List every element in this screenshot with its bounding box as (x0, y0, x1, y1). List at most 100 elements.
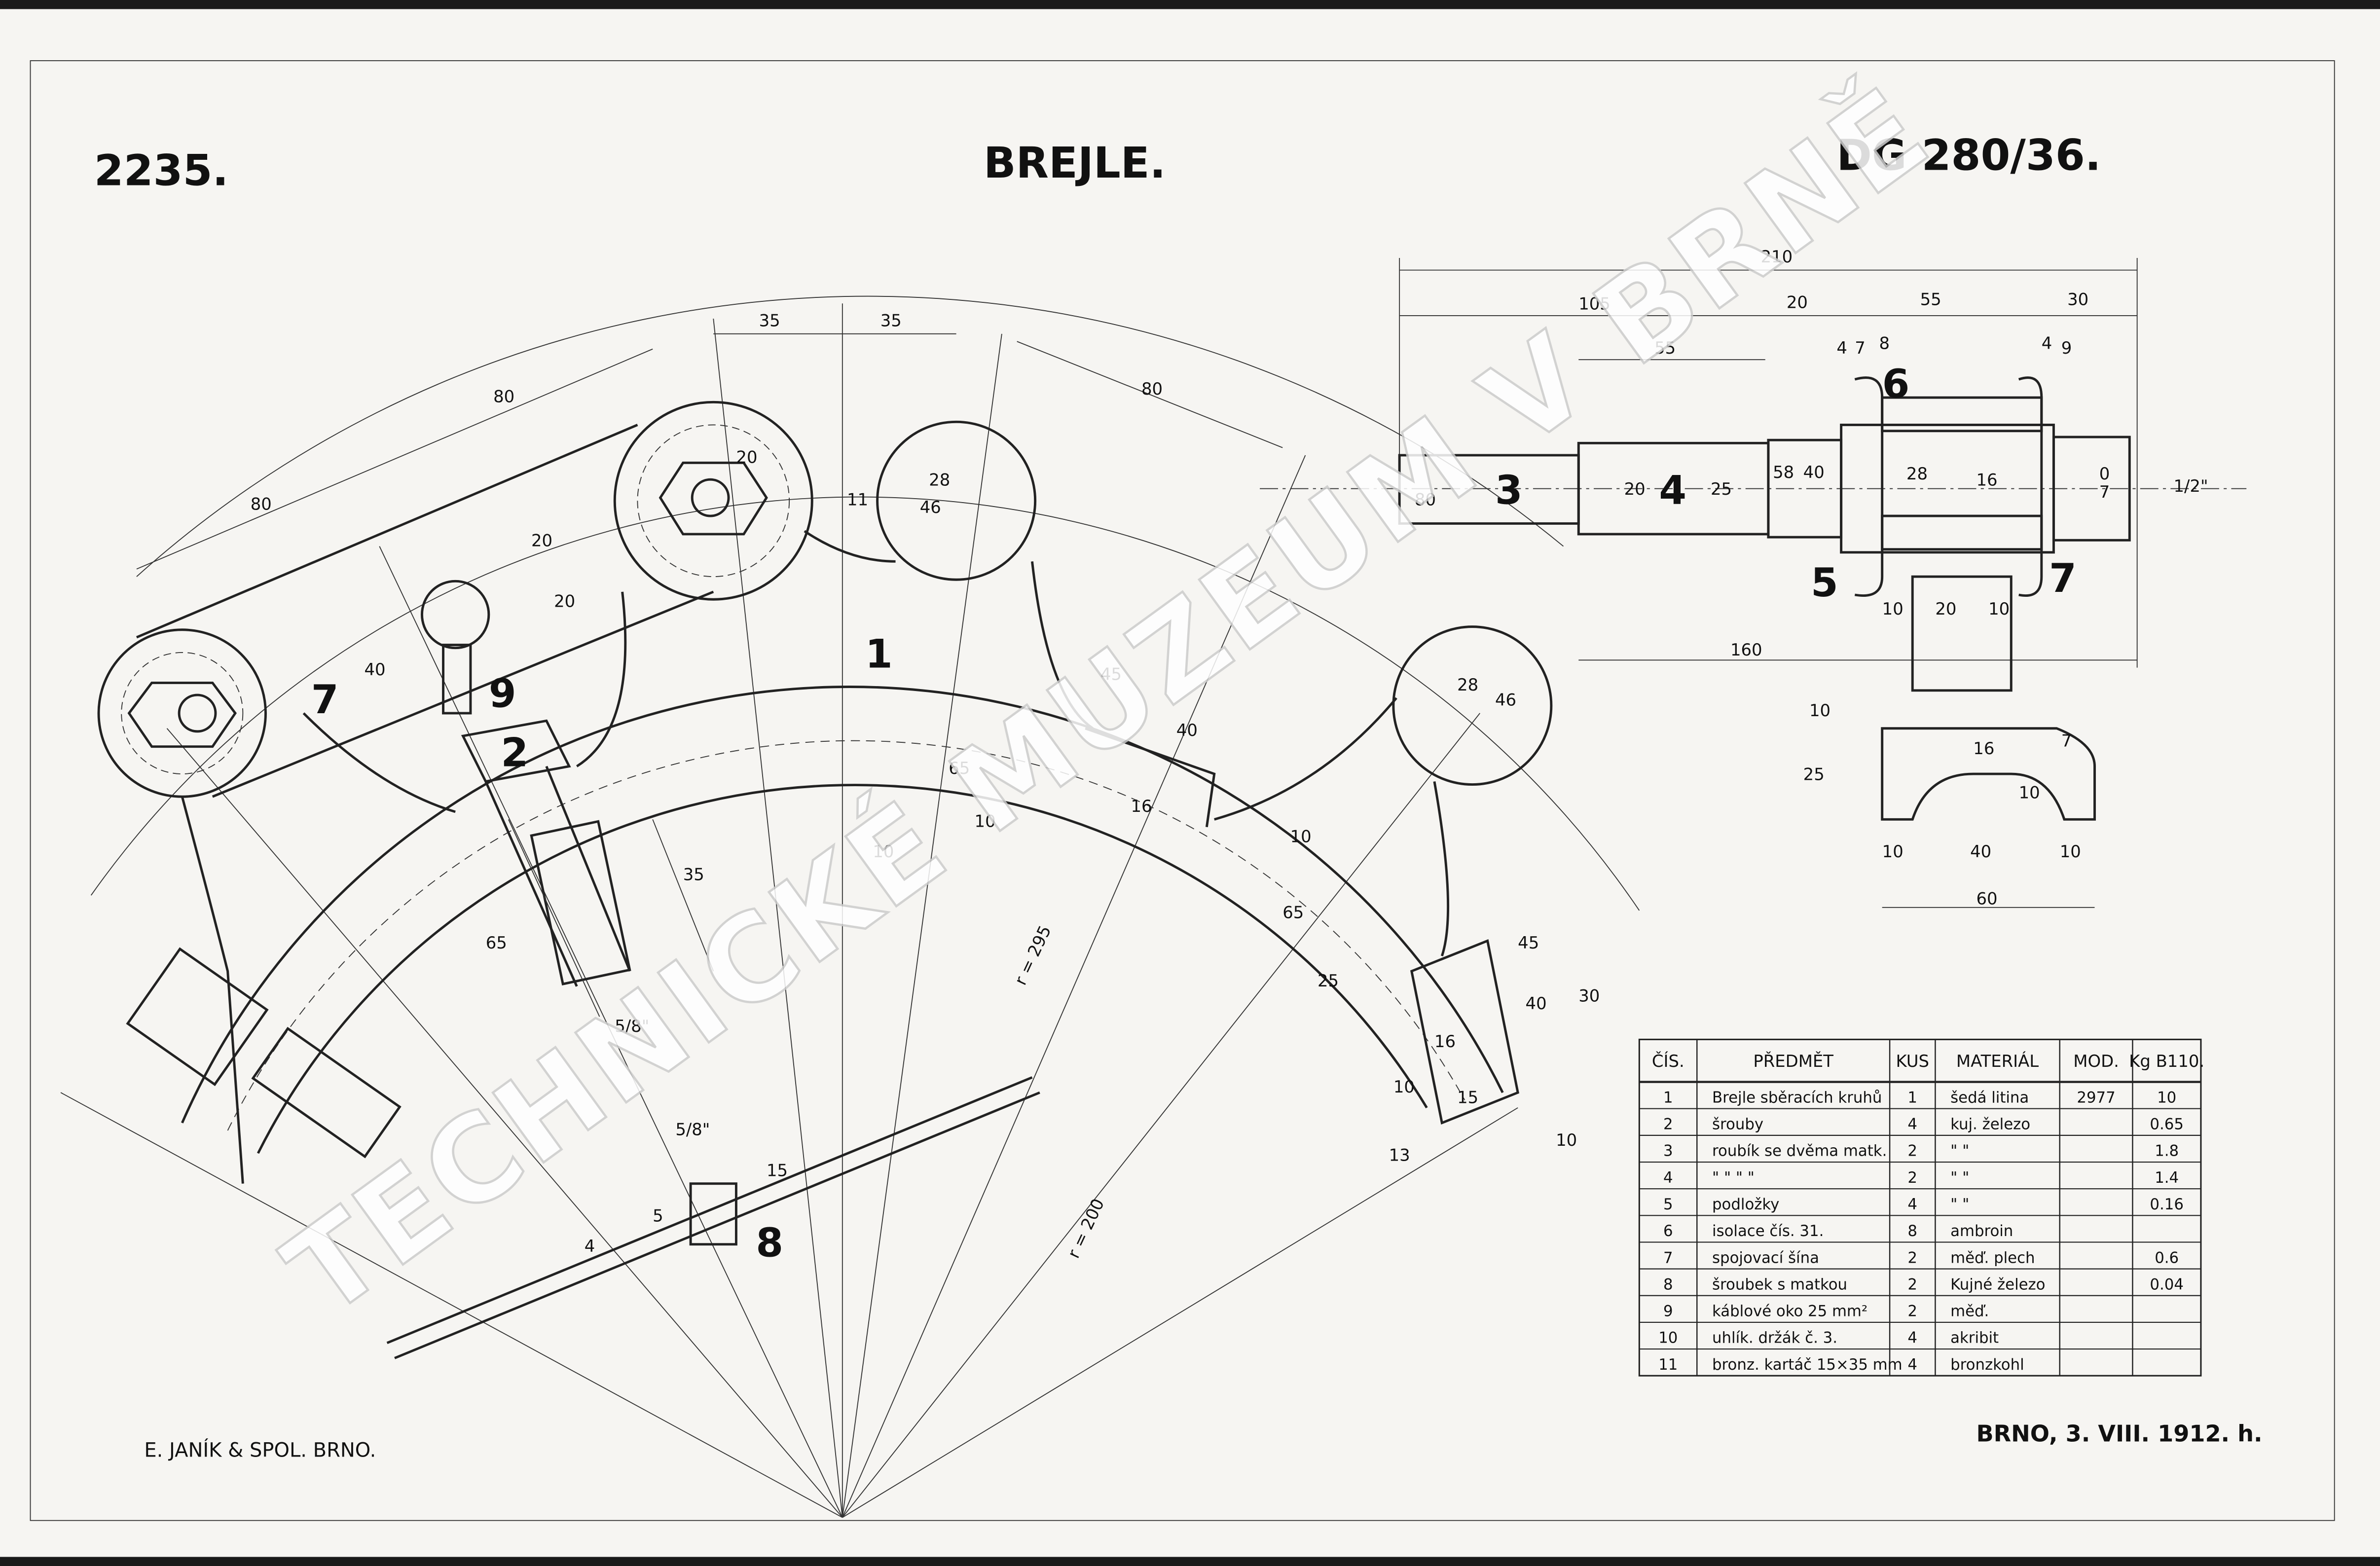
dim: 30 (2067, 290, 2088, 309)
table-cell: káblové oko 25 mm² (1712, 1303, 1867, 1320)
part-label: 6 (1882, 361, 1910, 407)
table-cell: 2 (1663, 1116, 1673, 1133)
table-cell: 2 (1907, 1142, 1917, 1160)
table-cell: Kujné železo (1950, 1275, 2045, 1293)
dim: 46 (1495, 691, 1516, 710)
dim: 20 (554, 592, 575, 611)
dim: 28 (1457, 675, 1478, 694)
date-label: BRNO, 3. VIII. 1912. h. (1976, 1420, 2262, 1447)
dim: 55 (1920, 290, 1941, 309)
table-cell: 4 (1907, 1356, 1917, 1374)
dim: 20 (736, 447, 757, 467)
table-cell: Brejle sběracích kruhů (1712, 1089, 1882, 1106)
dim: 105 (1578, 294, 1611, 314)
dim: 11 (847, 490, 868, 509)
part-label: 4 (1659, 467, 1686, 513)
table-header-cell: ČÍS. (1652, 1051, 1684, 1071)
table-cell: 2 (1907, 1275, 1917, 1293)
dim: 65 (949, 759, 970, 778)
dim: 5 (653, 1206, 663, 1226)
table-cell: 0.04 (2150, 1275, 2183, 1293)
dim: 40 (365, 660, 386, 679)
drawing-border (30, 60, 2335, 1521)
table-cell: 1.8 (2155, 1142, 2179, 1160)
table-cell: bronz. kartáč 15×35 mm (1712, 1356, 1903, 1374)
dim: 15 (767, 1161, 788, 1180)
table-cell: 1.4 (2155, 1169, 2179, 1187)
table-cell: " " (1950, 1196, 1969, 1213)
part-label: 3 (1495, 467, 1523, 513)
dim: 45 (1518, 933, 1539, 952)
part-label: 2 (501, 730, 528, 776)
dim: 10 (1556, 1130, 1577, 1150)
table-header-cell: Kg B110. (2129, 1052, 2204, 1071)
table-header-cell: KUS (1896, 1052, 1929, 1071)
dim: 10 (1988, 599, 2010, 619)
dim: 35 (759, 311, 780, 330)
dim: 40 (1803, 463, 1825, 482)
table-cell: 4 (1907, 1329, 1917, 1347)
dim: 30 (1578, 986, 1600, 1006)
dim: 4 (1836, 338, 1847, 358)
part-label: 8 (756, 1220, 783, 1266)
dim: 20 (1935, 599, 1956, 619)
dim: 5/8" (675, 1120, 710, 1139)
dim: 10 (1882, 599, 1904, 619)
dim: 4 (585, 1237, 595, 1256)
dim: 80 (1141, 379, 1163, 399)
table-header-cell: PŘEDMĚT (1753, 1051, 1833, 1071)
table-cell: 10 (1658, 1329, 1678, 1347)
front-view (60, 295, 1640, 1518)
drawing-code: DG 280/36. (1836, 131, 2101, 181)
dim: 10 (2060, 842, 2081, 861)
table-cell: šrouby (1712, 1116, 1763, 1133)
table-cell: šroubek s matkou (1712, 1275, 1847, 1293)
table-cell: kuj. železo (1950, 1116, 2030, 1133)
dim: 210 (1761, 247, 1793, 266)
dim: 5/8" (615, 1017, 649, 1036)
dim: 10 (1809, 701, 1831, 720)
dim: 20 (531, 531, 552, 550)
dim: 15 (1457, 1088, 1478, 1107)
table-cell: 2 (1907, 1169, 1917, 1187)
table-cell: 2977 (2077, 1089, 2115, 1106)
part-label: 5 (1811, 560, 1838, 606)
table-cell: bronzkohl (1950, 1356, 2024, 1374)
table-cell: 9 (1663, 1303, 1673, 1320)
dim: 60 (1976, 889, 1997, 909)
table-cell: " " (1950, 1169, 1969, 1187)
table-cell: 4 (1663, 1169, 1673, 1187)
dim: 20 (1787, 293, 1808, 312)
table-cell: podložky (1712, 1196, 1779, 1213)
dim: 13 (1389, 1146, 1410, 1165)
dim: 40 (1970, 842, 1991, 861)
table-cell: roubík se dvěma matk. (1712, 1142, 1887, 1160)
dim: 25 (1711, 479, 1732, 499)
dim: 28 (929, 470, 950, 489)
dim: 35 (683, 865, 704, 884)
table-cell: měď. plech (1950, 1249, 2035, 1267)
dim: 58 (1773, 463, 1794, 482)
dim: 35 (880, 311, 902, 330)
dim: 25 (1318, 971, 1339, 990)
drawing-number: 2235. (94, 146, 229, 195)
table-cell: 0.65 (2150, 1116, 2183, 1133)
dim: 10 (1393, 1077, 1415, 1096)
dim: 28 (1906, 464, 1928, 483)
table-cell: 2 (1907, 1249, 1917, 1267)
table-cell: 4 (1907, 1116, 1917, 1133)
part-labels: 1 2 3 4 5 6 7 7 8 9 (311, 361, 2077, 1266)
dim: 20 (1624, 479, 1646, 499)
table-cell: 1 (1907, 1089, 1917, 1106)
dim: 8 (1879, 334, 1890, 353)
table-cell: ambroin (1950, 1222, 2013, 1240)
dim: 10 (873, 842, 894, 861)
part-label: 1 (865, 631, 893, 677)
table-cell: 2 (1907, 1303, 1917, 1320)
drawing-title: BREJLE. (984, 139, 1166, 188)
dim: 10 (975, 812, 996, 831)
table-cell: 3 (1663, 1142, 1673, 1160)
dim: 4 (2042, 334, 2052, 353)
dim: 1/2" (2174, 476, 2208, 496)
